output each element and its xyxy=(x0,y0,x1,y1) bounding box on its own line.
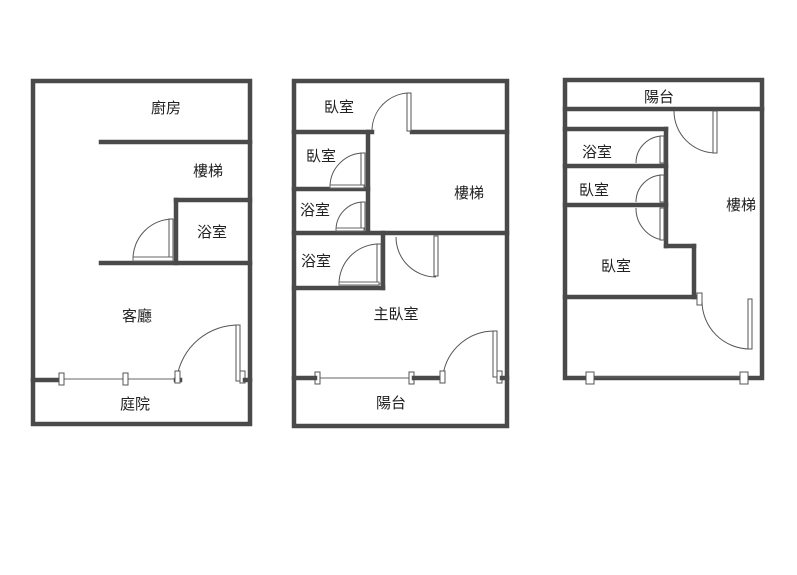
floor-1-window-frame-1 xyxy=(58,372,65,386)
floor-3-label-bathroom: 浴室 xyxy=(582,143,612,161)
floor-2-label-bathroom-b: 浴室 xyxy=(301,252,331,270)
floor-1-outer-wall xyxy=(30,78,253,427)
floor-2-small-bedroom-door xyxy=(360,152,366,188)
floor-3-balcony-door xyxy=(712,110,718,154)
floor-2-balcony-frame-left xyxy=(439,370,446,384)
floor-2-bath-b-door xyxy=(376,243,382,285)
floor-2-bedroom-door-swing xyxy=(371,92,411,132)
floor-1-bath-door-sill xyxy=(132,256,174,262)
floor-3-small-bedroom-door-swing xyxy=(635,174,664,203)
floor-2-label-bedroom-top: 臥室 xyxy=(324,98,354,116)
floor-1-entry-frame-right xyxy=(239,370,246,384)
floor-1-entry-door-swing xyxy=(176,324,240,378)
floor-3-bedroom-door xyxy=(659,207,665,241)
floor-plan-2: 臥室 臥室 樓梯 浴室 浴室 主臥室 陽台 xyxy=(291,78,510,429)
floor-3-small-bedroom-door xyxy=(659,174,665,203)
floor-1-bath-door-swing xyxy=(132,218,174,260)
floor-2-bedroom-door xyxy=(406,92,412,132)
floor-3-lower-door-swing xyxy=(701,300,751,350)
floor-2-bath-b-door-swing xyxy=(338,243,380,285)
floor-2-label-balcony: 陽台 xyxy=(376,394,406,412)
floor-3-bedroom-door-swing xyxy=(635,207,664,241)
floor-3-window-frame-2 xyxy=(739,371,749,385)
floor-1-label-kitchen: 廚房 xyxy=(151,99,181,117)
floor-1-label-stairs: 樓梯 xyxy=(193,162,223,180)
floor-3-window-frame-1 xyxy=(585,371,595,385)
floor-3-lower-door xyxy=(747,298,753,350)
floor-1-window-frame-2 xyxy=(122,372,129,386)
floor-1-entry-frame-left xyxy=(174,370,181,384)
floor-2-bath-b-door-sill xyxy=(338,281,380,286)
floor-3-label-bedroom: 臥室 xyxy=(601,257,631,275)
floor-plan-1: 廚房 樓梯 浴室 客廳 庭院 xyxy=(30,78,253,427)
floor-3-lower-door-frame xyxy=(696,292,703,306)
floor-1-label-living-room: 客廳 xyxy=(122,307,152,325)
floor-plan-3: 陽台 浴室 臥室 樓梯 臥室 xyxy=(562,77,765,385)
floor-2-balcony-door xyxy=(492,330,498,378)
floor-2-bath-a-door-swing xyxy=(335,201,365,231)
floor-2-outer-wall xyxy=(291,78,510,429)
floor-2-label-stairs: 樓梯 xyxy=(454,184,484,202)
floor-2-bath-a-door-sill xyxy=(335,227,365,232)
floor-3-label-stairs: 樓梯 xyxy=(726,196,756,214)
floor-3-outer-wall xyxy=(562,77,765,381)
floor-2-small-bedroom-door-sill xyxy=(329,184,365,189)
floor-1-label-bathroom: 浴室 xyxy=(197,223,227,241)
floor-1-label-courtyard: 庭院 xyxy=(120,395,150,413)
floor-2-small-bedroom-door-swing xyxy=(329,152,365,188)
floor-2-bath-a-door xyxy=(360,201,366,231)
floor-1-bath-door xyxy=(168,218,174,260)
floor-3-label-bedroom-small: 臥室 xyxy=(579,181,609,199)
floor-3-bath-door-swing xyxy=(635,135,664,164)
floor-3-bath-door xyxy=(659,135,665,164)
floor-3-balcony-door-swing xyxy=(673,110,717,154)
floor-3-label-balcony: 陽台 xyxy=(644,88,674,106)
floor-2-balcony-door-swing xyxy=(442,330,496,376)
floor-1-entry-door xyxy=(235,324,241,382)
floor-2-master-door xyxy=(433,235,439,277)
floor-2-label-master-bedroom: 主臥室 xyxy=(373,305,418,323)
floor-2-label-bathroom-a: 浴室 xyxy=(300,201,330,219)
floor-2-master-door-swing xyxy=(395,236,437,278)
floor-2-label-bedroom-small: 臥室 xyxy=(306,147,336,165)
